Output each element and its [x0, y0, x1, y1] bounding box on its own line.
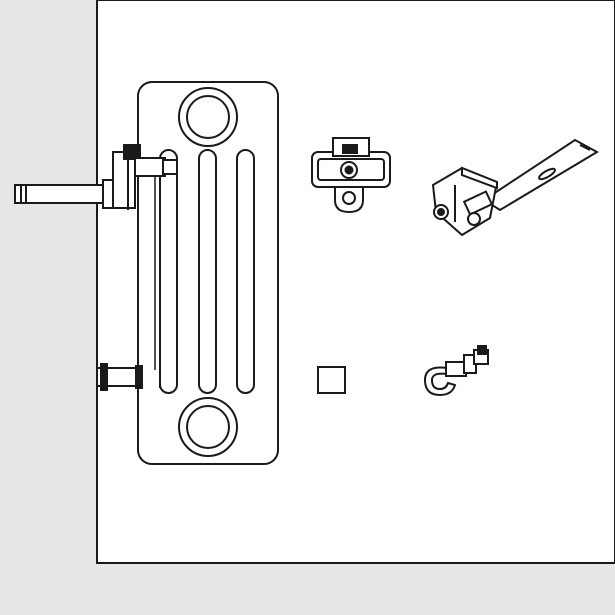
bracket-icon — [311, 137, 391, 214]
pipe-icon — [14, 144, 178, 210]
pipe-fitting-icon — [96, 363, 161, 391]
wall-anchor-icon — [431, 138, 600, 237]
pipe-clip-icon — [423, 345, 489, 397]
radiator-icon — [137, 81, 279, 465]
spacer-icon — [317, 366, 346, 394]
